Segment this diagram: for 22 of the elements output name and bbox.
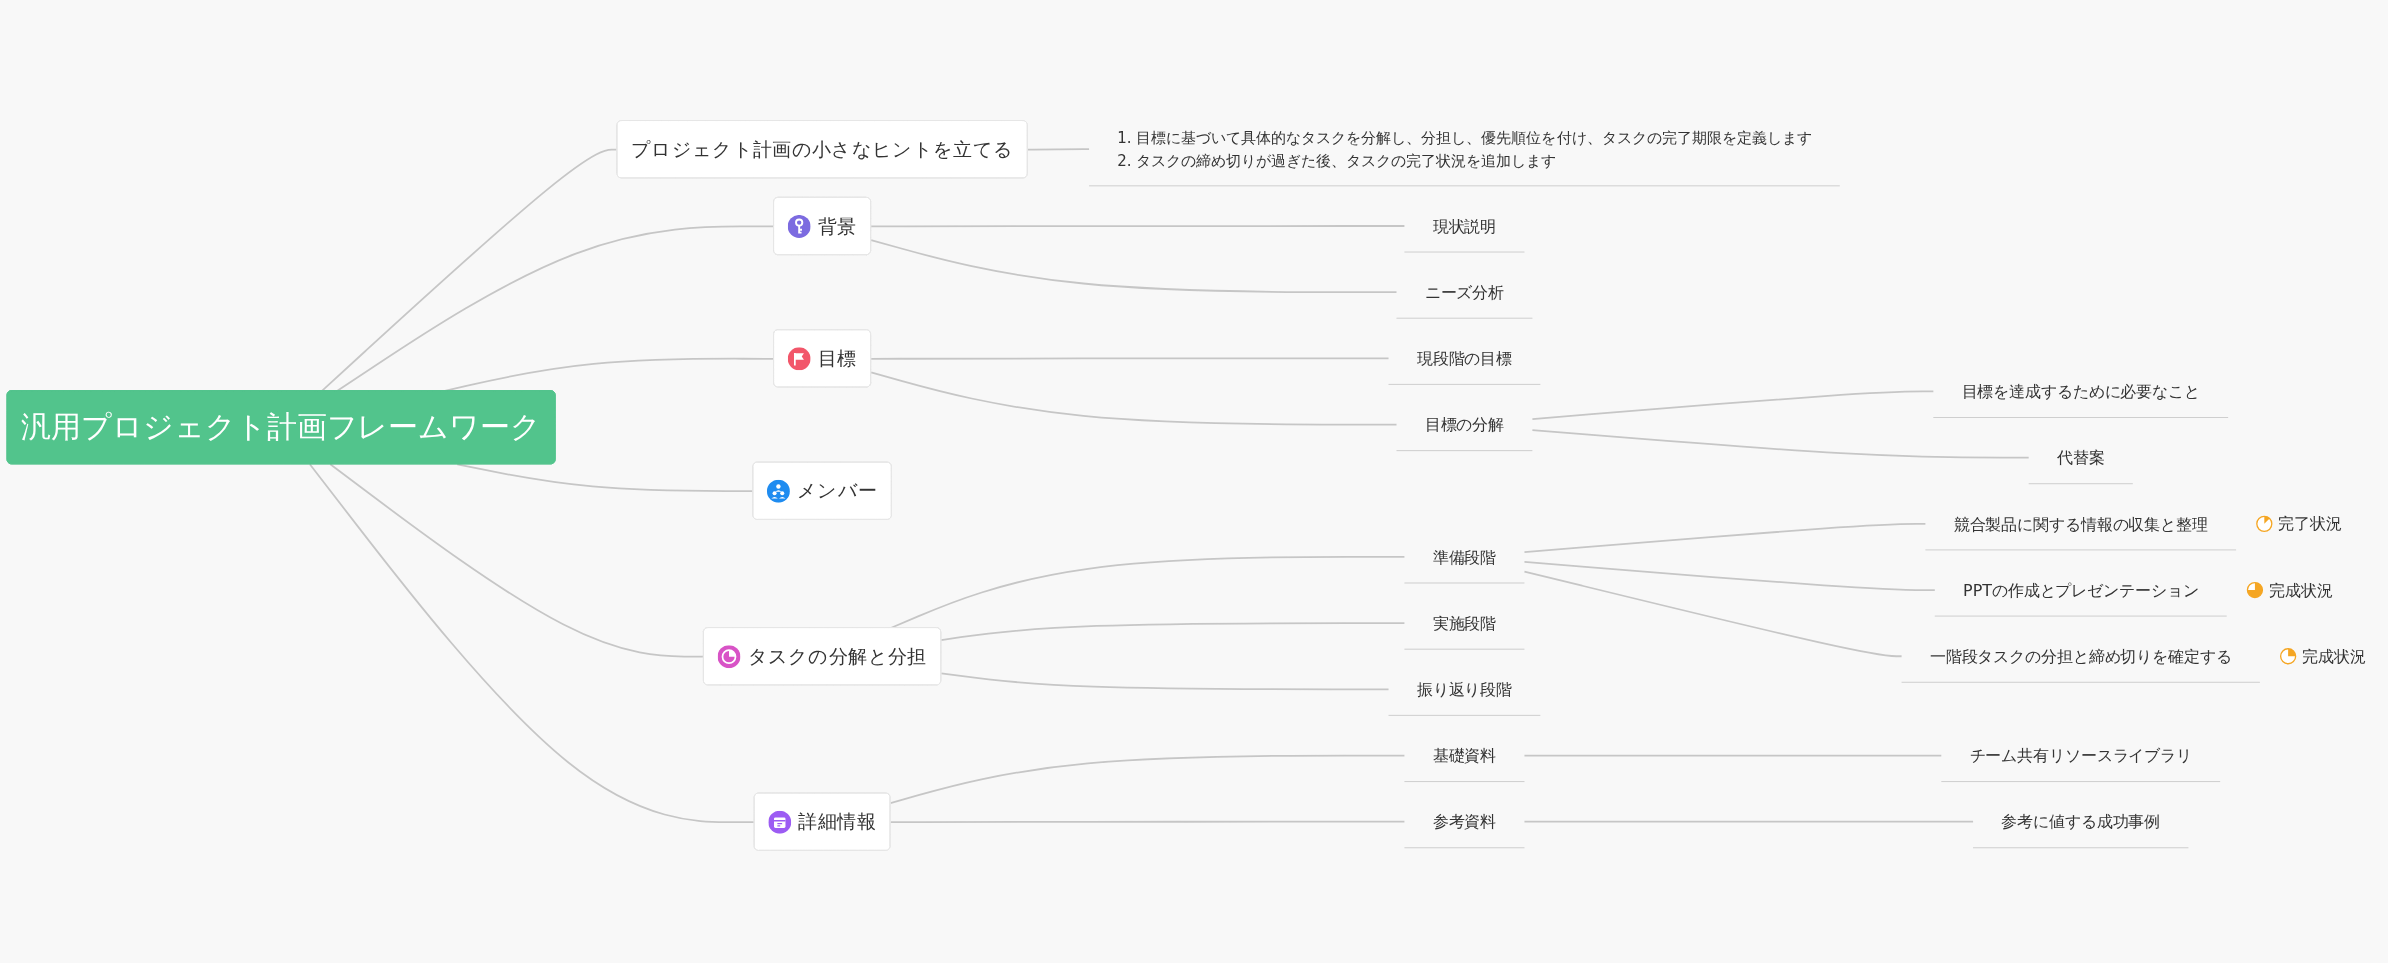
connector <box>940 672 1390 691</box>
connector <box>870 357 1390 360</box>
connector <box>1523 522 1927 553</box>
connector <box>1523 820 1974 823</box>
connector <box>1531 429 2030 459</box>
connector <box>308 463 756 824</box>
connector <box>889 820 1406 824</box>
connector <box>870 371 1398 426</box>
connector <box>1026 148 1090 151</box>
connector <box>336 225 775 392</box>
status-text: 完成状況 <box>2269 580 2334 600</box>
connector <box>870 239 1398 294</box>
connector <box>1523 570 1903 658</box>
connector <box>329 463 705 658</box>
connector <box>889 754 1406 804</box>
connector <box>1523 560 1936 591</box>
connector <box>1523 754 1943 757</box>
status-text: 完了状況 <box>2278 514 2343 534</box>
connector <box>940 622 1406 641</box>
connector <box>1531 390 1935 420</box>
connector <box>870 225 1406 228</box>
status-text: 完成状況 <box>2302 646 2367 666</box>
